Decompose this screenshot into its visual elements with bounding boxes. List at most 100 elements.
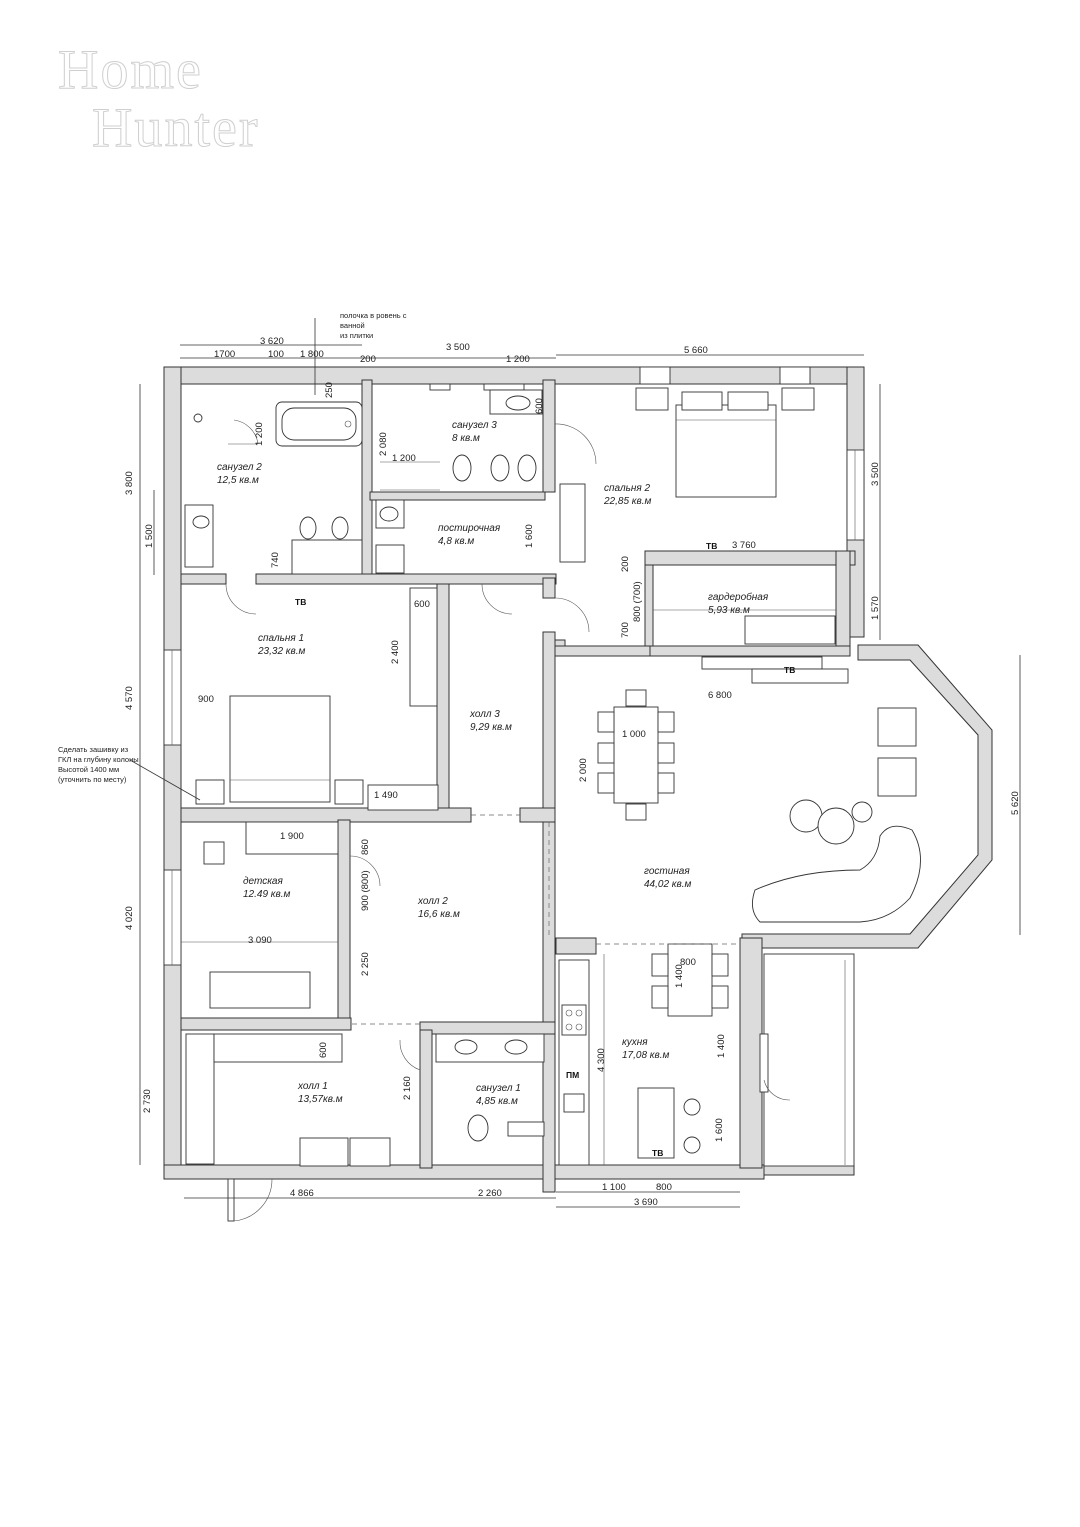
dim-inner-4300: 4 300 xyxy=(596,1048,607,1072)
dim-right-3500: 3 500 xyxy=(870,462,881,486)
note-shelf: полочка в ровень с ванной из плитки xyxy=(340,311,407,340)
dim-top-1800: 1 800 xyxy=(300,349,324,360)
dimensions-right: 3 500 1 570 5 620 xyxy=(870,462,1021,815)
room-holl2-name: холл 2 xyxy=(417,896,448,907)
dim-inner-800-700: 800 (700) xyxy=(632,581,643,622)
dim-inner-900: 900 xyxy=(198,694,214,705)
dim-inner-600-b: 600 xyxy=(414,599,430,610)
room-sanuzel1-area: 4,85 кв.м xyxy=(476,1096,518,1107)
dim-inner-3760: 3 760 xyxy=(732,540,756,551)
dim-left-4570: 4 570 xyxy=(124,686,135,710)
dim-inner-600-c: 600 xyxy=(318,1042,329,1058)
tv-label-kuhnya: ТВ xyxy=(652,1148,663,1158)
room-spalnya2-name: спальня 2 xyxy=(604,483,650,494)
home-hunter-logo: Home Hunter xyxy=(52,38,352,168)
dim-inner-1600-a: 1 600 xyxy=(524,524,535,548)
dim-left-3800: 3 800 xyxy=(124,471,135,495)
room-holl1-name: холл 1 xyxy=(297,1081,328,1092)
room-postirochnaya-area: 4,8 кв.м xyxy=(438,536,474,547)
dim-inner-700: 700 xyxy=(620,622,631,638)
windows xyxy=(163,366,865,966)
dim-top-1200: 1 200 xyxy=(506,354,530,365)
dim-inner-2250: 2 250 xyxy=(360,952,371,976)
room-sanuzel3-area: 8 кв.м xyxy=(452,433,480,444)
dim-top-3620: 3 620 xyxy=(260,336,284,347)
dim-top-100: 100 xyxy=(268,349,284,360)
dim-bottom-4866: 4 866 xyxy=(290,1188,314,1199)
dim-inner-1400-a: 1 400 xyxy=(674,964,685,988)
dim-bottom-800: 800 xyxy=(656,1182,672,1193)
room-gostinaya-area: 44,02 кв.м xyxy=(644,879,692,890)
tv-label-spalnya2: ТВ xyxy=(706,541,717,551)
room-detskaya-name: детская xyxy=(243,876,283,887)
room-labels: санузел 2 12,5 кв.м санузел 3 8 кв.м спа… xyxy=(217,420,769,1107)
dim-inner-6800: 6 800 xyxy=(708,690,732,701)
room-kuhnya-name: кухня xyxy=(622,1037,648,1048)
dim-inner-3090: 3 090 xyxy=(248,935,272,946)
room-spalnya2-area: 22,85 кв.м xyxy=(603,496,652,507)
dim-left-4020: 4 020 xyxy=(124,906,135,930)
dimensions-top: 3 620 1700 100 1 800 200 3 500 1 200 5 6… xyxy=(214,336,708,398)
dim-inner-1000: 1 000 xyxy=(622,729,646,740)
dim-left-1500: 1 500 xyxy=(144,524,155,548)
dim-inner-2400: 2 400 xyxy=(390,640,401,664)
dim-top-3500: 3 500 xyxy=(446,342,470,353)
room-sanuzel2-name: санузел 2 xyxy=(217,462,262,473)
equipment-labels: ТВ ТВ ТВ ТВ ПМ xyxy=(295,541,795,1158)
dim-inner-1490: 1 490 xyxy=(374,790,398,801)
pm-label: ПМ xyxy=(566,1070,579,1080)
dashed-openings xyxy=(352,814,740,1025)
room-garderobnaya-area: 5,93 кв.м xyxy=(708,605,750,616)
dim-top-1700: 1700 xyxy=(214,349,235,360)
note-shelf-line-1: полочка в ровень с xyxy=(340,311,407,320)
note-shelf-line-3: из плитки xyxy=(340,331,373,340)
note-shelf-line-2: ванной xyxy=(340,321,365,330)
dim-top-250: 250 xyxy=(324,382,335,398)
dim-bottom-2260: 2 260 xyxy=(478,1188,502,1199)
room-holl2-area: 16,6 кв.м xyxy=(418,909,460,920)
room-kuhnya-area: 17,08 кв.м xyxy=(622,1050,670,1061)
note-column-line-1: Сделать зашивку из xyxy=(58,745,129,754)
dim-inner-1200-b: 1 200 xyxy=(392,453,416,464)
room-sanuzel2-area: 12,5 кв.м xyxy=(217,475,259,486)
dim-inner-2080: 2 080 xyxy=(378,432,389,456)
dim-inner-740: 740 xyxy=(270,552,281,568)
dim-inner-1600-b: 1 600 xyxy=(714,1118,725,1142)
doors xyxy=(225,423,791,1101)
dim-inner-1900: 1 900 xyxy=(280,831,304,842)
note-column-line-2: ГКЛ на глубину колоны xyxy=(58,755,139,764)
dimensions-inner: 1 200 2 080 1 200 600 1 600 740 200 800 … xyxy=(198,398,756,1142)
logo-line-2: Hunter xyxy=(92,97,260,160)
room-gostinaya-name: гостиная xyxy=(644,866,690,877)
room-holl3-name: холл 3 xyxy=(469,709,500,720)
room-holl1-area: 13,57кв.м xyxy=(298,1094,343,1105)
note-column-line-3: Высотой 1400 мм xyxy=(58,765,119,774)
dim-left-2730: 2 730 xyxy=(142,1089,153,1113)
dim-bottom-3690: 3 690 xyxy=(634,1197,658,1208)
outer-walls xyxy=(163,366,993,1180)
room-sanuzel1-name: санузел 1 xyxy=(476,1083,521,1094)
room-spalnya1-area: 23,32 кв.м xyxy=(257,646,306,657)
room-spalnya1-name: спальня 1 xyxy=(258,633,304,644)
dim-top-200: 200 xyxy=(360,354,376,365)
dim-right-1570: 1 570 xyxy=(870,596,881,620)
tv-label-spalnya1: ТВ xyxy=(295,597,306,607)
dimensions-left: 3 800 1 500 4 570 4 020 2 730 xyxy=(124,471,155,1113)
dim-inner-1200-a: 1 200 xyxy=(254,422,265,446)
room-holl3-area: 9,29 кв.м xyxy=(470,722,512,733)
room-postirochnaya-name: постирочная xyxy=(438,523,501,534)
note-column: Сделать зашивку из ГКЛ на глубину колоны… xyxy=(58,745,139,784)
dimensions-bottom: 4 866 2 260 1 100 800 3 690 xyxy=(290,1182,672,1208)
dim-right-5620: 5 620 xyxy=(1010,791,1021,815)
dimension-lines xyxy=(129,318,1021,1208)
room-garderobnaya-name: гардеробная xyxy=(708,591,769,603)
furniture xyxy=(181,387,921,1222)
dim-inner-200: 200 xyxy=(620,556,631,572)
dim-inner-2160: 2 160 xyxy=(402,1076,413,1100)
dim-top-5660: 5 660 xyxy=(684,345,708,356)
dim-bottom-1100: 1 100 xyxy=(602,1182,626,1193)
tv-label-gostinaya: ТВ xyxy=(784,665,795,675)
dim-inner-1400-b: 1 400 xyxy=(716,1034,727,1058)
room-detskaya-area: 12.49 кв.м xyxy=(243,889,291,900)
